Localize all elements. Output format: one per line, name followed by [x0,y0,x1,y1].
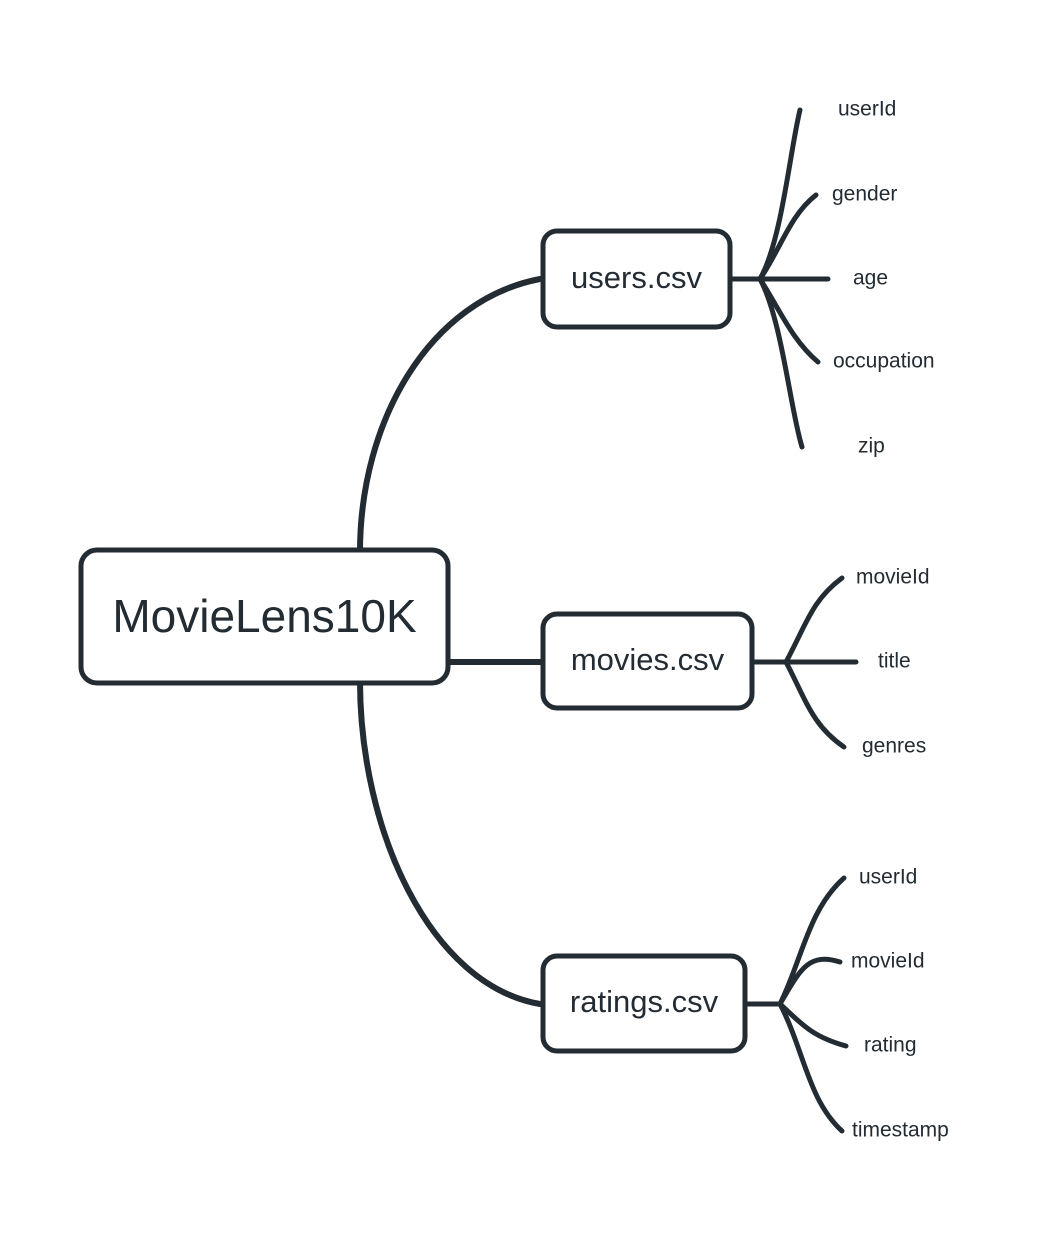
leaf-users-zip[interactable]: zip [858,435,885,458]
edge-users-to-occupation [757,276,821,365]
leaf-movies-movieid[interactable]: movieId [856,566,930,589]
edge-users-to-userid [757,107,803,282]
edge-movies-to-genres [783,659,847,750]
edge-ratings-to-timestamp [777,1001,845,1134]
edge-ratings-to-movieid [777,956,843,1007]
leaf-movies-title[interactable]: title [878,650,911,673]
node-users-csv[interactable]: users.csv [540,228,733,330]
leaf-ratings-rating[interactable]: rating [864,1034,917,1057]
leaf-users-age[interactable]: age [853,267,888,290]
node-ratings-csv[interactable]: ratings.csv [540,953,748,1054]
leaf-ratings-movieid[interactable]: movieId [851,950,925,973]
node-users-csv-box[interactable] [540,228,733,330]
node-movies-csv[interactable]: movies.csv [540,611,755,711]
node-ratings-csv-box[interactable] [540,953,748,1054]
leaf-movies-genres[interactable]: genres [862,735,926,758]
leaf-ratings-timestamp[interactable]: timestamp [852,1119,949,1142]
node-users-csv-label: users.csv [571,260,702,295]
leaf-ratings-userid[interactable]: userId [859,866,917,889]
node-movies-csv-box[interactable] [540,611,755,711]
node-root-box[interactable] [78,547,451,686]
edge-ratings-to-rating [777,1001,849,1049]
edge-users-to-gender [757,192,819,282]
node-ratings-csv-label: ratings.csv [570,984,719,1019]
edge-movies-to-movieid [783,575,845,665]
node-movies-csv-label: movies.csv [571,642,725,677]
node-root[interactable]: MovieLens10K [78,547,451,686]
edge-root-to-ratings [357,678,543,1007]
leaf-users-userid[interactable]: userId [838,98,896,121]
leaf-users-gender[interactable]: gender [832,183,897,206]
node-root-label: MovieLens10K [112,590,417,642]
edge-root-to-users [357,276,543,555]
edge-users-to-zip [757,276,805,450]
leaf-users-occupation[interactable]: occupation [833,350,935,373]
